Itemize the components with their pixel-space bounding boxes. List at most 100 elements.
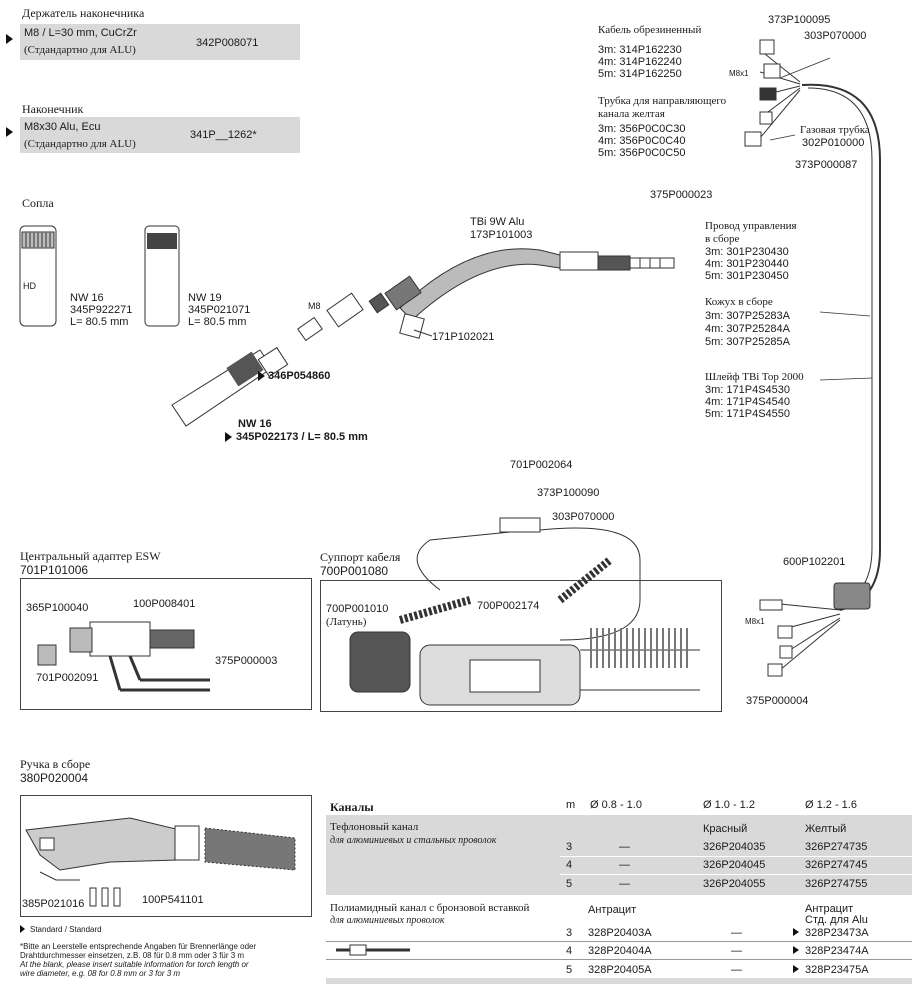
loop-title: Шлейф TBi Top 2000 (705, 371, 804, 383)
teflon-divider-1 (560, 856, 912, 857)
poly-row-0-m: 3 (566, 927, 573, 939)
poly-row-1-c3: 328P23474A (805, 945, 869, 957)
cover-3m: 3m: 307P25283A (705, 310, 791, 322)
ctrl-title-1: Провод управления (705, 220, 797, 232)
nozzle1-nw: NW 16 (70, 292, 104, 304)
torch-title: TBi 9W Alu (470, 216, 525, 228)
rubber-title: Кабель обрезиненный (598, 24, 702, 36)
nozzle-hd-label: HD (23, 281, 36, 291)
nozzles-title: Сопла (22, 196, 54, 210)
teflon-band (326, 815, 912, 895)
part-600: 600P102201 (783, 556, 846, 568)
channels-col-3: Ø 1.2 - 1.6 (805, 799, 857, 811)
note-line-3: At the blank, please insert suitable inf… (20, 960, 249, 969)
support-drawing (349, 556, 700, 706)
torch-code: 173P101003 (470, 229, 533, 241)
note-line-2: Drahtdurchmesser einsetzen, z.B. 08 für … (20, 951, 245, 960)
part-171: 171P102021 (432, 331, 495, 343)
part-373-b: 373P000087 (795, 159, 858, 171)
ctrl-5m: 5m: 301P230450 (705, 270, 789, 282)
poly-row-0-c1: 328P20403A (588, 927, 652, 939)
rubber-3m: 3m: 314P162230 (598, 44, 682, 56)
poly-title: Полиамидный канал с бронзовой вставкой (330, 902, 530, 914)
teflon-h3: Желтый (805, 823, 847, 835)
gas-code: 302P010000 (802, 137, 865, 149)
ctrl-title-2: в сборе (705, 233, 740, 245)
part-303-a: 303P070000 (804, 30, 867, 42)
nozzle1-len: L= 80.5 mm (70, 316, 129, 328)
adapter-part-375: 375P000003 (215, 655, 278, 667)
loop-4m: 4m: 171P4S4540 (705, 396, 791, 408)
teflon-row-2-m: 5 (566, 878, 573, 890)
part-373-mid: 373P100090 (537, 487, 600, 499)
nozzle-hd-drawing (19, 225, 57, 327)
support-box (320, 580, 722, 712)
tip-title: Наконечник (22, 102, 84, 116)
poly-row-1-c1: 328P20404A (588, 945, 652, 957)
teflon-row-2-c2: 326P204055 (703, 878, 766, 890)
cover-4m: 4m: 307P25284A (705, 323, 791, 335)
teflon-row-0-m: 3 (566, 841, 573, 853)
nozzle1-code: 345P922271 (70, 304, 133, 316)
teflon-row-0-c1: — (619, 841, 630, 853)
note-line-1: *Bitte an Leerstelle entsprechende Angab… (20, 942, 257, 951)
handle-title-1: Ручка в сборе (20, 757, 91, 771)
rubber-5m: 5m: 314P162250 (598, 68, 682, 80)
part-373-a: 373P100095 (768, 14, 831, 26)
adapter-part-365: 365P100040 (26, 602, 89, 614)
torch-neck-drawing (368, 248, 675, 321)
loop-5m: 5m: 171P4S4550 (705, 408, 791, 420)
poly-divider-2 (326, 959, 912, 960)
teflon-row-1-c1: — (619, 859, 630, 871)
poly-row-0-c3: 328P23473A (805, 927, 869, 939)
teflon-row-0-c3: 326P274735 (805, 841, 868, 853)
adapter-title-1: Центральный адаптер ESW (20, 549, 161, 563)
poly-row-1-arrow (793, 946, 799, 954)
teflon-row-1-m: 4 (566, 859, 573, 871)
tip-std: (Стдандартно для ALU) (24, 138, 136, 150)
tip-band (20, 117, 300, 153)
tip-arrow (6, 127, 13, 137)
teflon-title: Тефлоновый канал (330, 821, 419, 833)
support-part-700a: 700P001010 (326, 603, 389, 615)
poly-h3b: Стд. для Alu (805, 914, 868, 926)
teflon-h2: Красный (703, 823, 748, 835)
tube-4m: 4m: 356P0C0C40 (598, 135, 686, 147)
teflon-row-2-c3: 326P274755 (805, 878, 868, 890)
channels-title: Каналы (330, 800, 374, 814)
handle-title-2: 380P020004 (20, 771, 89, 785)
poly-divider-1 (326, 941, 912, 942)
poly-row-0-c2: — (731, 927, 742, 939)
teflon-divider-2 (560, 874, 912, 875)
support-title-2: 700P001080 (320, 564, 389, 578)
tip-parts-drawing (297, 292, 433, 342)
support-title-1: Суппорт кабеля (320, 550, 401, 564)
top-cable-bundle-drawing (744, 39, 801, 147)
poly-row-1-c2: — (731, 945, 742, 957)
nozzle2-len: L= 80.5 mm (188, 316, 247, 328)
teflon-sub: для алюминиевых и стальных проволок (330, 835, 497, 846)
part-375-rb: 375P000004 (746, 695, 809, 707)
part-701-mid: 701P002064 (510, 459, 573, 471)
bottom-cable-bundle-drawing (759, 582, 871, 677)
part-303-mid: 303P070000 (552, 511, 615, 523)
adapter-box (20, 578, 312, 710)
holder-arrow (6, 34, 13, 44)
nozzle2-nw: NW 19 (188, 292, 222, 304)
support-part-700b: 700P002174 (477, 600, 540, 612)
adapter-title-2: 701P101006 (20, 563, 89, 577)
gas-title: Газовая трубка (800, 124, 870, 136)
handle-drawing (25, 817, 296, 907)
middle-cable-drawing (416, 517, 641, 641)
handle-part-100: 100P541101 (142, 894, 204, 906)
bottom-band (326, 978, 912, 984)
adapter-part-100: 100P008401 (133, 598, 196, 610)
poly-h3a: Антрацит (805, 903, 854, 915)
leader-lines (769, 57, 873, 381)
holder-spec: M8 / L=30 mm, CuCrZr (24, 27, 137, 39)
legend-standard: Standard / Standard (30, 925, 102, 934)
torch-m8: M8 (308, 301, 321, 311)
poly-sub: для алюминиевых проволок (330, 915, 445, 926)
part-345: 345P022173 / L= 80.5 mm (236, 431, 368, 443)
